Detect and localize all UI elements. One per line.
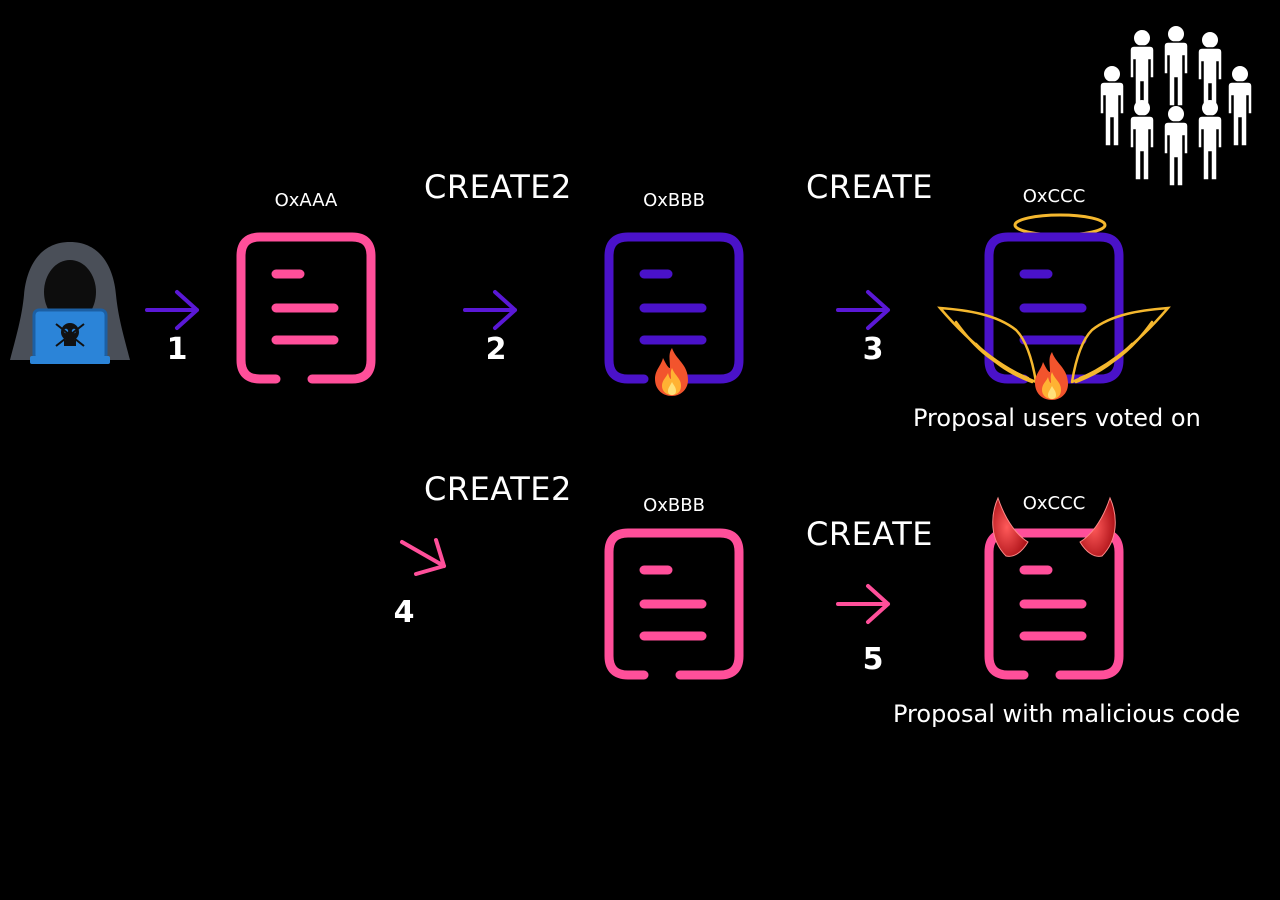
contract-ccc-address-top: OxCCC xyxy=(1022,186,1086,207)
op-create2-top: CREATE2 xyxy=(424,168,572,206)
arrow-step4-icon xyxy=(400,538,446,576)
wings-icon xyxy=(937,306,1171,384)
op-create2-bottom: CREATE2 xyxy=(424,470,572,508)
contract-ccc-icon-top xyxy=(984,232,1124,384)
contract-aaa-icon xyxy=(236,232,376,384)
arrow-step5-icon xyxy=(836,584,890,624)
op-create-bottom: CREATE xyxy=(806,515,933,553)
contract-ccc-address-bottom: OxCCC xyxy=(1022,493,1086,514)
arrow-step2-icon xyxy=(463,290,517,330)
step-4-label: 4 xyxy=(393,595,415,630)
contract-ccc-icon-bottom xyxy=(984,528,1124,680)
horns-icon xyxy=(992,496,1116,557)
arrow-step3-icon xyxy=(836,290,890,330)
step-3-label: 3 xyxy=(862,332,884,367)
step-5-label: 5 xyxy=(862,642,884,677)
crowd-icon xyxy=(1099,25,1253,187)
contract-bbb-icon-bottom xyxy=(604,528,744,680)
caption-bottom: Proposal with malicious code xyxy=(893,700,1241,728)
contract-aaa-address: OxAAA xyxy=(274,190,338,211)
step-1-label: 1 xyxy=(166,332,188,367)
fire-icon xyxy=(1035,352,1068,400)
arrow-step1-icon xyxy=(145,290,199,330)
contract-bbb-address-bottom: OxBBB xyxy=(643,495,705,516)
contract-bbb-address-top: OxBBB xyxy=(643,190,705,211)
fire-icon xyxy=(655,348,688,396)
hacker-icon xyxy=(10,242,130,364)
op-create-top: CREATE xyxy=(806,168,933,206)
contract-bbb-icon-top xyxy=(604,232,744,384)
caption-top: Proposal users voted on xyxy=(913,404,1201,432)
step-2-label: 2 xyxy=(485,332,507,367)
